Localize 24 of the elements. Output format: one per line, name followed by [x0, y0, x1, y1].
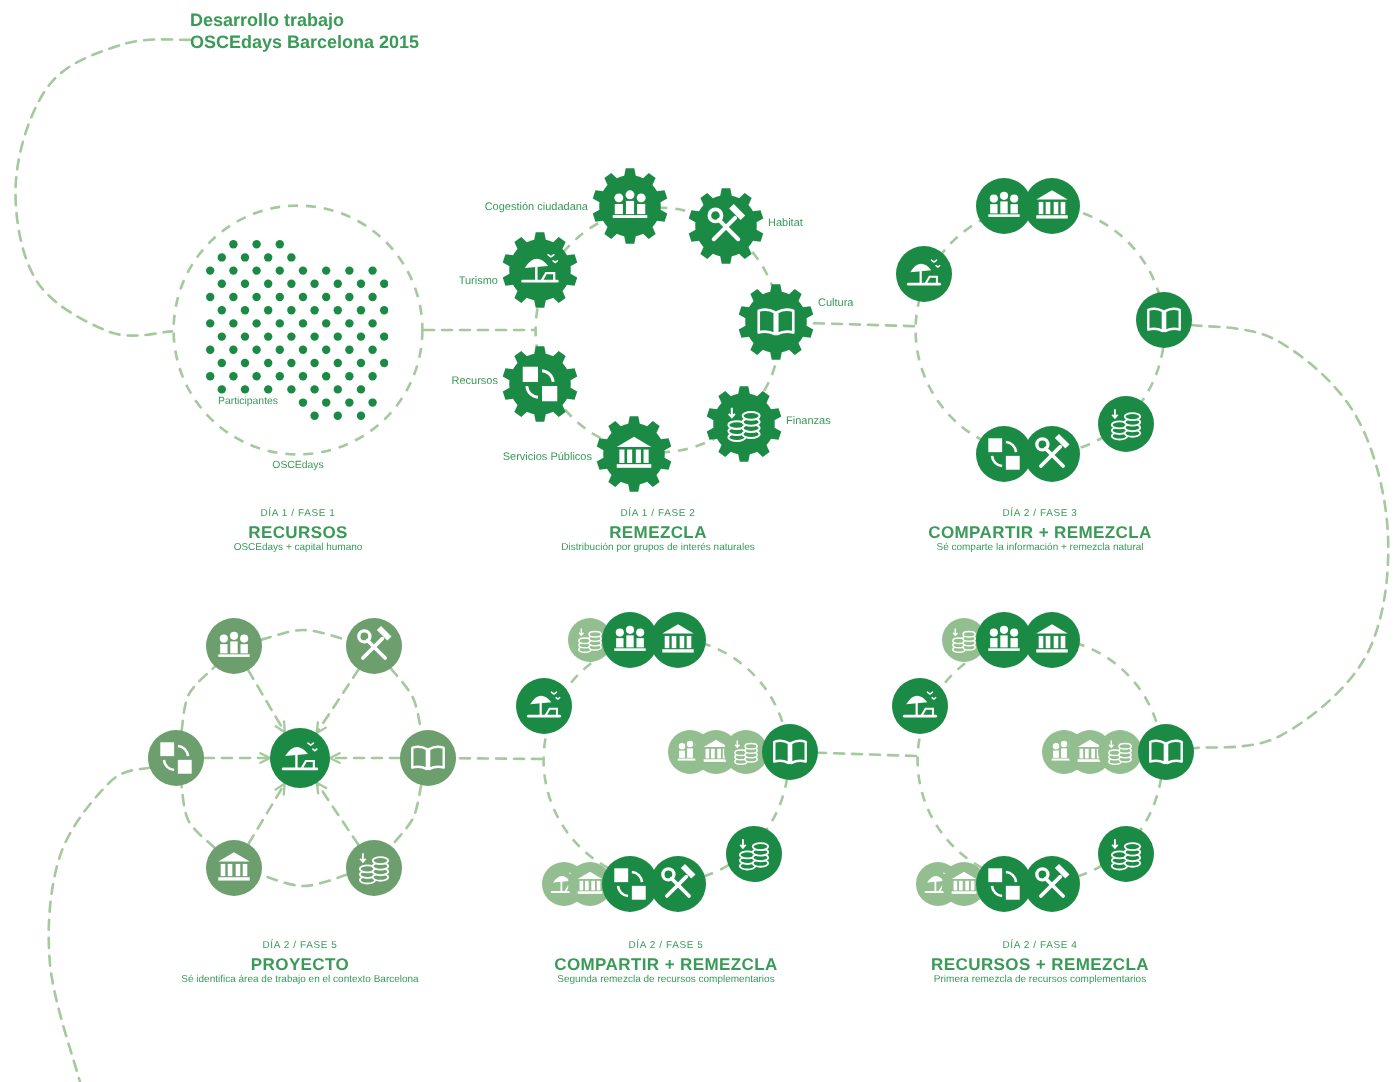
- phase-name: RECURSOS: [248, 523, 348, 540]
- phase-name: COMPARTIR + REMEZCLA: [554, 955, 778, 972]
- dashed-arrow: [202, 751, 272, 765]
- dashed-line: [389, 783, 423, 848]
- dashed-line: [422, 328, 536, 332]
- start-label: Desarrollo trabajo OSCEdays Barcelona 2015: [190, 10, 422, 54]
- dashed-line: [454, 756, 544, 761]
- phase-name: REMEZCLA: [609, 523, 707, 540]
- dashed-line: [816, 751, 918, 758]
- dashed-line: [14, 38, 192, 337]
- dashed-line: [1190, 323, 1390, 750]
- dashed-arrow: [246, 668, 287, 734]
- dashed-arrow: [315, 781, 360, 847]
- dashed-arrow: [315, 668, 360, 735]
- phase-name: RECURSOS + REMEZCLA: [931, 955, 1149, 972]
- dashed-line: [180, 665, 217, 732]
- dashed-arrow: [247, 782, 286, 846]
- dashed-line: [812, 321, 916, 328]
- dashed-line: [180, 784, 216, 850]
- phase-name: COMPARTIR + REMEZCLA: [928, 523, 1152, 540]
- phase-name: PROYECTO: [250, 955, 350, 972]
- dashed-arrow: [328, 751, 402, 765]
- dashed-line: [47, 766, 151, 1082]
- dashed-line: [259, 628, 348, 642]
